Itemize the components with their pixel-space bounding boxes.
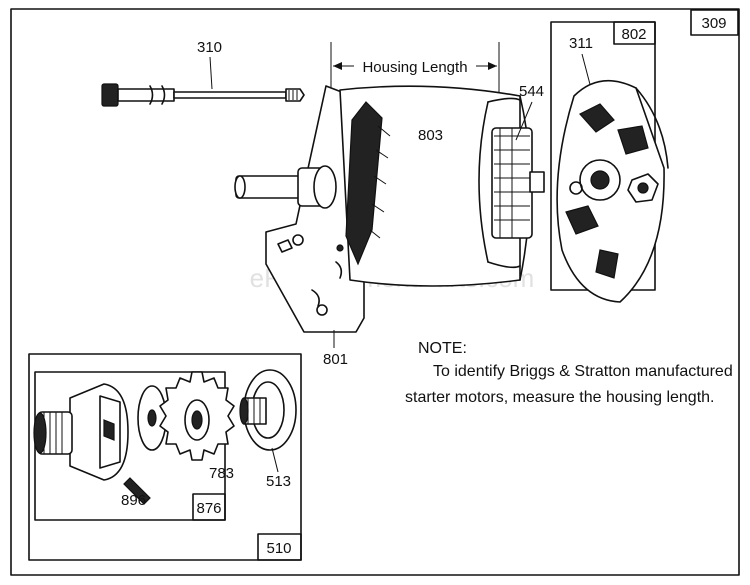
housing-label: 803 [418, 127, 443, 144]
washer [137, 385, 167, 451]
end-cap-number-box [613, 21, 656, 45]
gear [159, 371, 235, 461]
through-bolt [101, 83, 305, 107]
brush-end-cap [556, 79, 669, 303]
pinion-drive [33, 383, 129, 481]
housing-cutaway-end [478, 97, 545, 269]
frame-number-box [690, 9, 739, 36]
bolt-leader [209, 56, 213, 90]
armature-leader [515, 101, 533, 141]
outer-frame [10, 8, 740, 576]
drive-kit-number-box [257, 533, 302, 561]
armature-label: 544 [519, 83, 544, 100]
housing-length-label: Housing Length [362, 59, 467, 76]
drive-kit-box [28, 353, 302, 561]
drive-kit-box-label: 510 [266, 540, 291, 557]
bolt-label: 310 [197, 39, 222, 56]
nut [239, 369, 297, 451]
nut-leader [271, 447, 279, 473]
drive-end-cap-label: 801 [323, 351, 348, 368]
drive-assembly-box-label: 876 [196, 500, 221, 517]
end-cap-number-label: 311 [569, 35, 593, 52]
nut-label: 513 [266, 473, 291, 490]
frame-number-label: 309 [701, 15, 726, 32]
motor-housing [234, 85, 531, 333]
note-line-2: starter motors, measure the housing leng… [405, 389, 715, 406]
drive-pin [123, 477, 151, 505]
housing-length-dimension [330, 42, 500, 96]
note-heading: NOTE: [418, 340, 467, 357]
gear-label: 783 [209, 465, 234, 482]
drive-pin-label: 896 [121, 492, 146, 509]
note-line-1: To identify Briggs & Stratton manufactur… [433, 363, 733, 380]
end-cap-box-label: 802 [621, 26, 646, 43]
drive-assembly-number-box [192, 493, 226, 521]
